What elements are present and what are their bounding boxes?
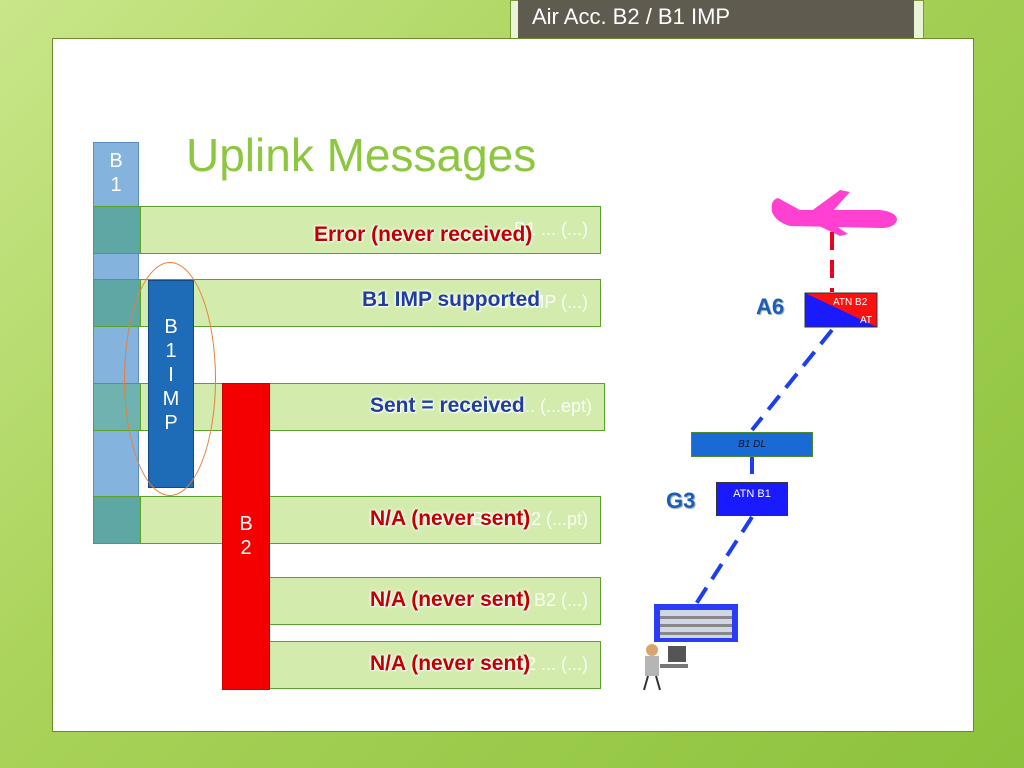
row-1-status: Error (never received) xyxy=(314,223,533,246)
row-5-ghost: ... B2 (...) xyxy=(513,590,588,610)
row-2-ghost: B1/IMP (...) xyxy=(497,292,588,312)
row-6-status: N/A (never sent) xyxy=(370,652,531,675)
atn-b1-label: ATN B1 xyxy=(733,488,771,500)
row-1-marker xyxy=(93,206,141,254)
b1-imp-highlight-ellipse xyxy=(124,262,216,496)
b1-dl-box: B1 DL xyxy=(691,432,813,457)
b2-column: B 2 xyxy=(222,383,270,690)
row-1: B1 ... (...) xyxy=(93,206,601,254)
b2-column-label: B 2 xyxy=(239,513,253,559)
a6-label: A6 xyxy=(756,294,785,319)
row-4-status: N/A (never sent) xyxy=(370,507,531,530)
row-1-ghost: B1 ... (...) xyxy=(513,219,588,239)
at-label: AT xyxy=(860,315,873,326)
header-title: Air Acc. B2 / B1 IMP xyxy=(532,4,731,29)
atn-b1-box: ATN B1 xyxy=(716,482,788,516)
row-4: B1 ... B2 (...pt) xyxy=(93,496,601,544)
row-4-ghost: B1 ... B2 (...pt) xyxy=(471,509,588,529)
row-6: B2 ... (...) xyxy=(222,641,601,689)
row-5-status: N/A (never sent) xyxy=(370,588,531,611)
atn-b2-label: ATN B2 xyxy=(833,297,868,308)
b1-dl-label: B1 DL xyxy=(738,439,766,450)
row-2-status: B1 IMP supported xyxy=(362,288,541,311)
row-3-ghost: B1 ... (...ept) xyxy=(492,396,592,416)
row-6-ghost: B2 ... (...) xyxy=(513,654,588,674)
b1-column-label: B 1 xyxy=(109,150,123,196)
row-4-marker xyxy=(93,496,141,544)
slide-title: Uplink Messages xyxy=(186,129,537,181)
g3-label: G3 xyxy=(666,488,696,513)
row-5: ... B2 (...) xyxy=(222,577,601,625)
row-3-status: Sent = received xyxy=(370,394,525,417)
